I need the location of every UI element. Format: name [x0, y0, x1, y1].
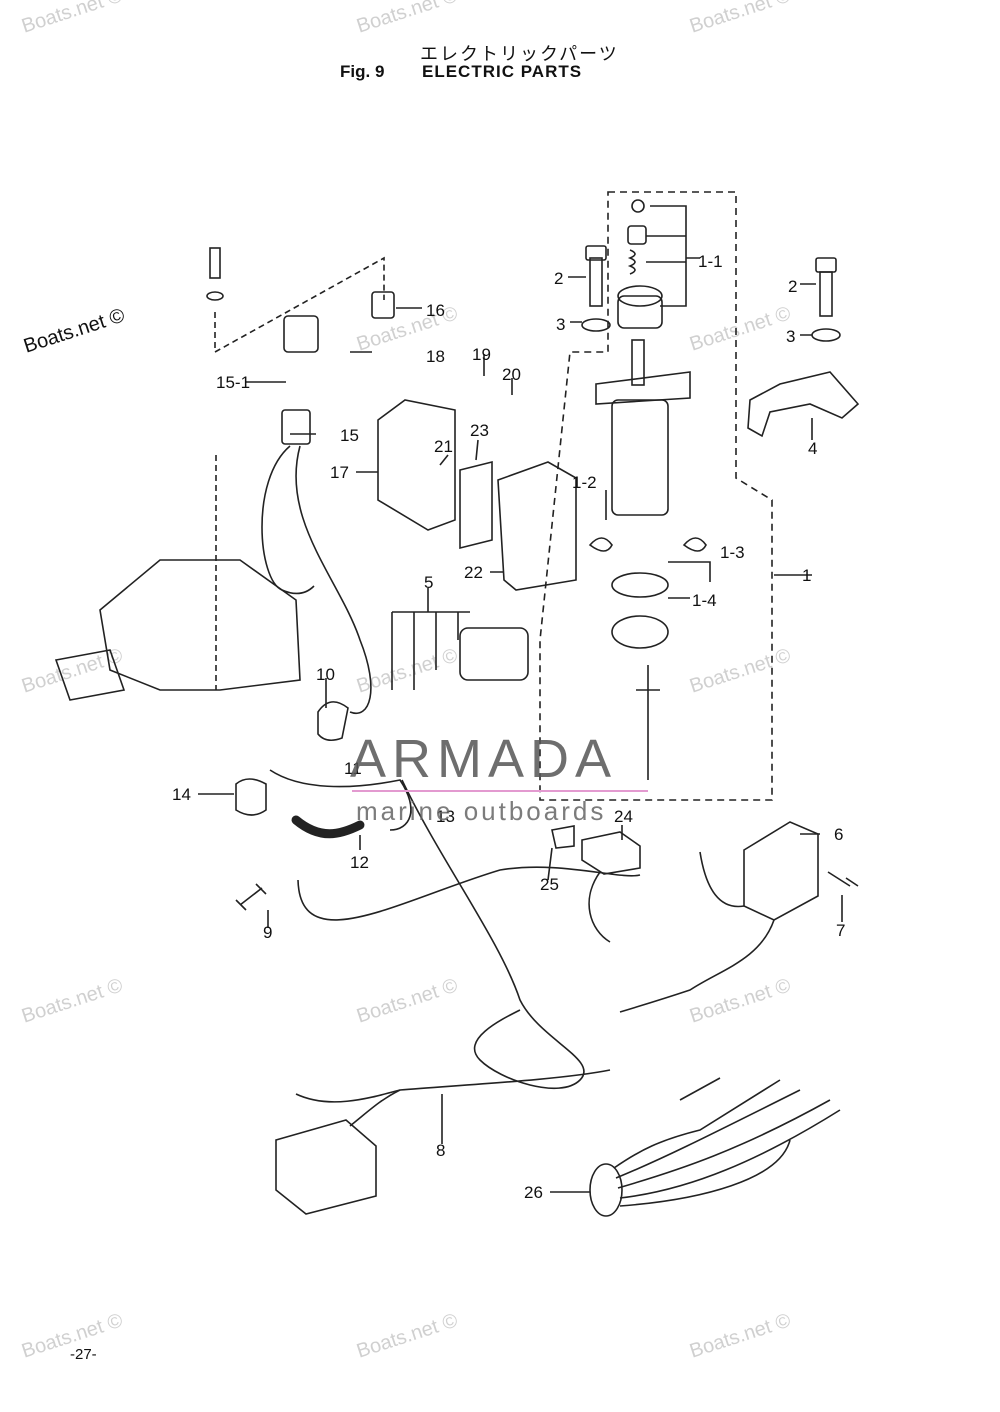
callout-12: 12 — [350, 853, 369, 872]
callout-14: 14 — [172, 785, 191, 804]
callout-3-right: 3 — [786, 327, 795, 346]
callout-6: 6 — [834, 825, 843, 844]
callout-1-3: 1-3 — [720, 543, 745, 562]
callout-18: 18 — [426, 347, 445, 366]
callout-2-left: 2 — [554, 269, 563, 288]
callout-24: 24 — [614, 807, 633, 826]
japanese-title: エレクトリックパーツ — [420, 44, 619, 65]
callout-7: 7 — [836, 921, 845, 940]
callout-15-1: 15-1 — [216, 373, 250, 392]
callout-23: 23 — [470, 421, 489, 440]
callout-1-1: 1-1 — [698, 252, 723, 271]
bolt-left — [581, 245, 611, 332]
callout-19: 19 — [472, 345, 491, 364]
cdi-unit — [497, 461, 577, 591]
starter-assembly-outline — [539, 191, 773, 801]
starter-bracket — [747, 371, 860, 438]
callout-3-left: 3 — [556, 315, 565, 334]
starter-motor — [595, 199, 691, 516]
callout-26: 26 — [524, 1183, 543, 1202]
armada-underline — [352, 790, 648, 792]
callout-1-2: 1-2 — [572, 473, 597, 492]
callout-22: 22 — [464, 563, 483, 582]
starter-solenoid — [459, 627, 529, 681]
callout-21: 21 — [434, 437, 453, 456]
callout-17: 17 — [330, 463, 349, 482]
page-number: -27- — [70, 1346, 97, 1363]
callout-15: 15 — [340, 426, 359, 445]
callout-1: 1 — [802, 566, 811, 585]
engine-block — [99, 559, 301, 691]
callout-20: 20 — [502, 365, 521, 384]
callout-10: 10 — [316, 665, 335, 684]
armada-watermark: ARMADA — [350, 729, 618, 789]
callout-11: 11 — [344, 759, 362, 778]
callout-5: 5 — [424, 573, 433, 592]
callout-4: 4 — [808, 439, 817, 458]
callout-1-4: 1-4 — [692, 591, 717, 610]
voltage-regulator — [743, 821, 819, 921]
callout-2-right: 2 — [788, 277, 797, 296]
bolt-right — [811, 257, 841, 342]
rectifier — [377, 399, 456, 531]
callout-8: 8 — [436, 1141, 445, 1160]
callout-16: 16 — [426, 301, 445, 320]
wiring-harness-connector — [589, 1163, 623, 1217]
figure-number: Fig. 9 — [340, 62, 385, 81]
armada-watermark-sub: marine outboards — [356, 796, 607, 826]
callout-25: 25 — [540, 875, 559, 894]
callout-13: 13 — [436, 807, 455, 826]
figure-title: ELECTRIC PARTS — [422, 62, 583, 81]
battery — [275, 1119, 377, 1215]
callout-9: 9 — [263, 923, 272, 942]
